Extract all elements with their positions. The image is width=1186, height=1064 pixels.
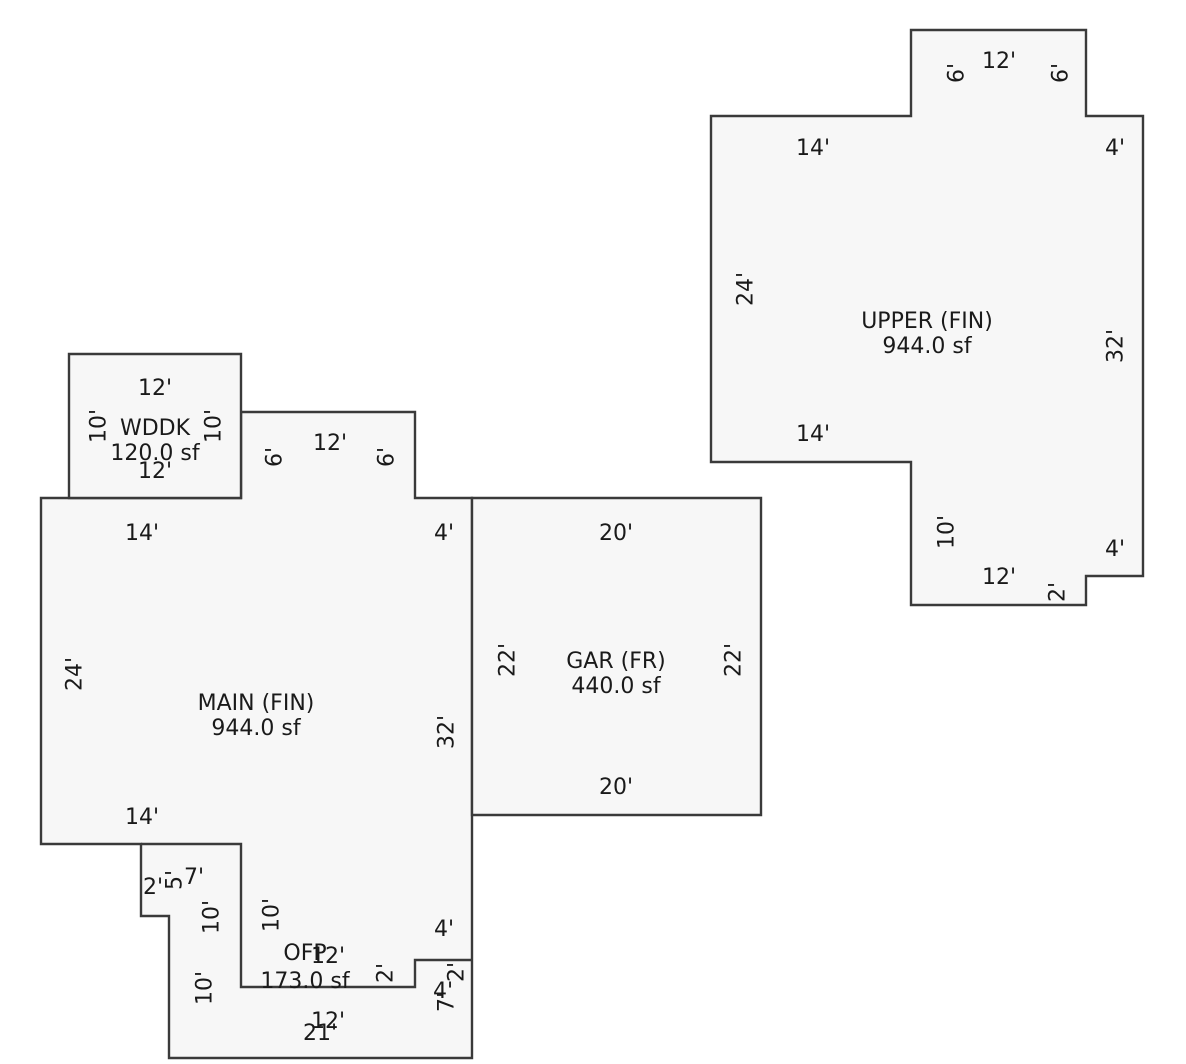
- ofp-outline: [141, 842, 472, 989]
- wddk-dim-top: 12': [138, 376, 172, 401]
- main-dim-bump-right: 6': [375, 447, 400, 467]
- main-dim-lower-left-b: 10': [193, 971, 218, 1005]
- ofp-dim-bottom: 12': [311, 1009, 345, 1034]
- main-dim-top-right: 4': [434, 521, 454, 546]
- upper-floor-area: UPPER (FIN) 944.0 sf 12' 6' 6' 14' 4' 24…: [709, 28, 1145, 607]
- main-dim-notch-7: 7': [435, 992, 460, 1012]
- main-dim-lower-right: 4': [434, 917, 454, 942]
- wddk-area-value: 120.0 sf: [110, 441, 200, 466]
- upper-floor-name: UPPER (FIN): [861, 309, 993, 334]
- main-floor-area-value: 944.0 sf: [211, 716, 301, 741]
- wddk-dim-left: 10': [87, 409, 112, 443]
- upper-dim-right: 32': [1104, 329, 1129, 363]
- upper-dim-top-left: 14': [796, 136, 830, 161]
- garage-area: GAR (FR) 440.0 sf 20' 22' 22' 20': [470, 496, 763, 817]
- garage-outline: [470, 496, 763, 817]
- wddk-dim-bottom: 12': [138, 459, 172, 484]
- ofp-area: OFP 173.0 sf 12' 10' 2' 12': [141, 842, 472, 1034]
- ofp-area-value: 173.0 sf: [260, 969, 350, 994]
- upper-dim-lower-right: 4': [1105, 537, 1125, 562]
- main-dim-bottom: 21': [303, 1021, 337, 1046]
- main-dim-notch-4: 4': [433, 979, 453, 1004]
- garage-name: GAR (FR): [566, 649, 665, 674]
- main-dim-left: 24': [63, 657, 88, 691]
- ofp-dim-top: 12': [311, 944, 345, 969]
- wddk-outline: [67, 352, 243, 500]
- main-floor-area: MAIN (FIN) 944.0 sf 12' 6' 6' 14' 4' 24'…: [39, 410, 474, 1060]
- main-floor-outline: [39, 410, 474, 1060]
- garage-dim-right: 22': [722, 643, 747, 677]
- ofp-dim-right: 2': [374, 963, 399, 983]
- wddk-dim-right: 10': [202, 409, 227, 443]
- upper-dim-top-bump: 12': [982, 49, 1016, 74]
- upper-dim-bump-right: 6': [1049, 63, 1074, 83]
- main-dim-step-7: 7': [184, 865, 204, 890]
- ofp-dim-left: 10': [260, 898, 285, 932]
- main-floor-name: MAIN (FIN): [198, 691, 315, 716]
- upper-floor-area-value: 944.0 sf: [882, 334, 972, 359]
- main-dim-right: 32': [435, 715, 460, 749]
- main-dim-top-left: 14': [125, 521, 159, 546]
- upper-dim-lower-left: 10': [935, 515, 960, 549]
- main-dim-notch-2: 2': [445, 962, 470, 982]
- garage-dim-left: 22': [496, 643, 521, 677]
- main-dim-top-bump: 12': [313, 431, 347, 456]
- garage-dim-bottom: 20': [599, 775, 633, 800]
- wddk-area: WDDK 120.0 sf 12' 10' 10' 12': [67, 352, 243, 500]
- main-dim-lower-left-a: 10': [200, 900, 225, 934]
- upper-dim-bottom-left: 14': [796, 422, 830, 447]
- ofp-name: OFP: [283, 941, 326, 966]
- garage-dim-top: 20': [599, 521, 633, 546]
- wddk-name: WDDK: [120, 416, 191, 441]
- main-dim-step-2: 2': [143, 875, 163, 900]
- main-dim-bottom-left: 14': [125, 805, 159, 830]
- garage-area-value: 440.0 sf: [571, 674, 661, 699]
- upper-dim-left: 24': [734, 272, 759, 306]
- main-dim-bump-left: 6': [263, 447, 288, 467]
- upper-dim-bottom: 12': [982, 565, 1016, 590]
- upper-dim-top-right: 4': [1105, 136, 1125, 161]
- main-dim-step-5: 5': [163, 870, 188, 890]
- upper-floor-outline: [709, 28, 1145, 607]
- upper-dim-bump-left: 6': [945, 63, 970, 83]
- upper-dim-bottom-step: 2': [1046, 582, 1071, 602]
